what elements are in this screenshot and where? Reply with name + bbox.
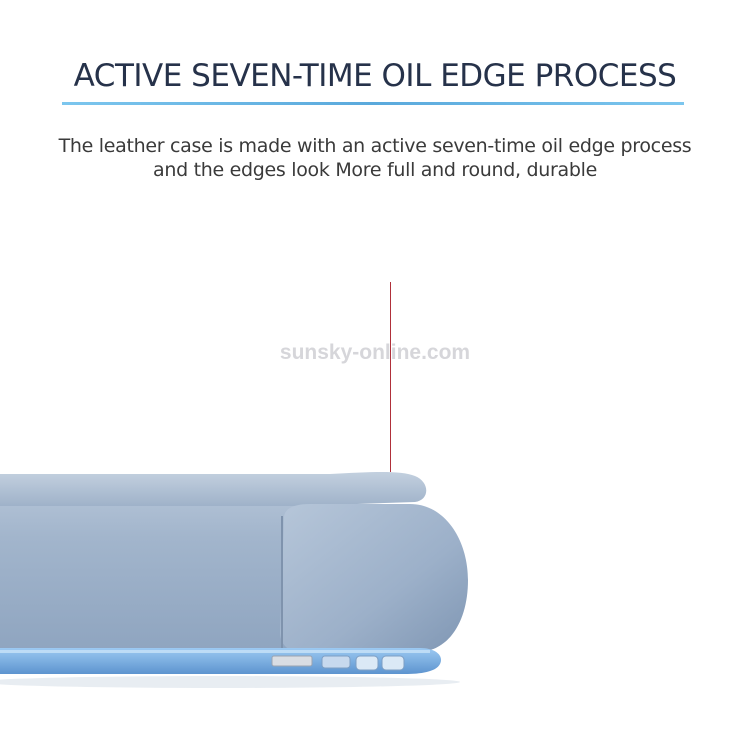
shell-highlight — [0, 650, 430, 653]
description-line-2: and the edges look More full and round, … — [153, 159, 597, 181]
page-title: ACTIVE SEVEN-TIME OIL EDGE PROCESS — [73, 58, 677, 94]
description-line-1: The leather case is made with an active … — [58, 135, 692, 157]
case-top-flap — [0, 472, 427, 506]
rounded-oil-edge — [280, 504, 468, 652]
side-button-4 — [381, 655, 405, 671]
side-button-2 — [321, 655, 351, 669]
description-text: The leather case is made with an active … — [0, 134, 750, 182]
title-underline — [62, 102, 684, 105]
side-button-1 — [271, 655, 313, 667]
leather-case-edge-illustration — [0, 472, 468, 688]
case-shadow — [0, 676, 460, 688]
case-body — [0, 474, 300, 656]
watermark: sunsky-online.com — [279, 341, 471, 364]
side-button-3 — [355, 655, 379, 671]
edge-pointer-line — [390, 282, 391, 472]
